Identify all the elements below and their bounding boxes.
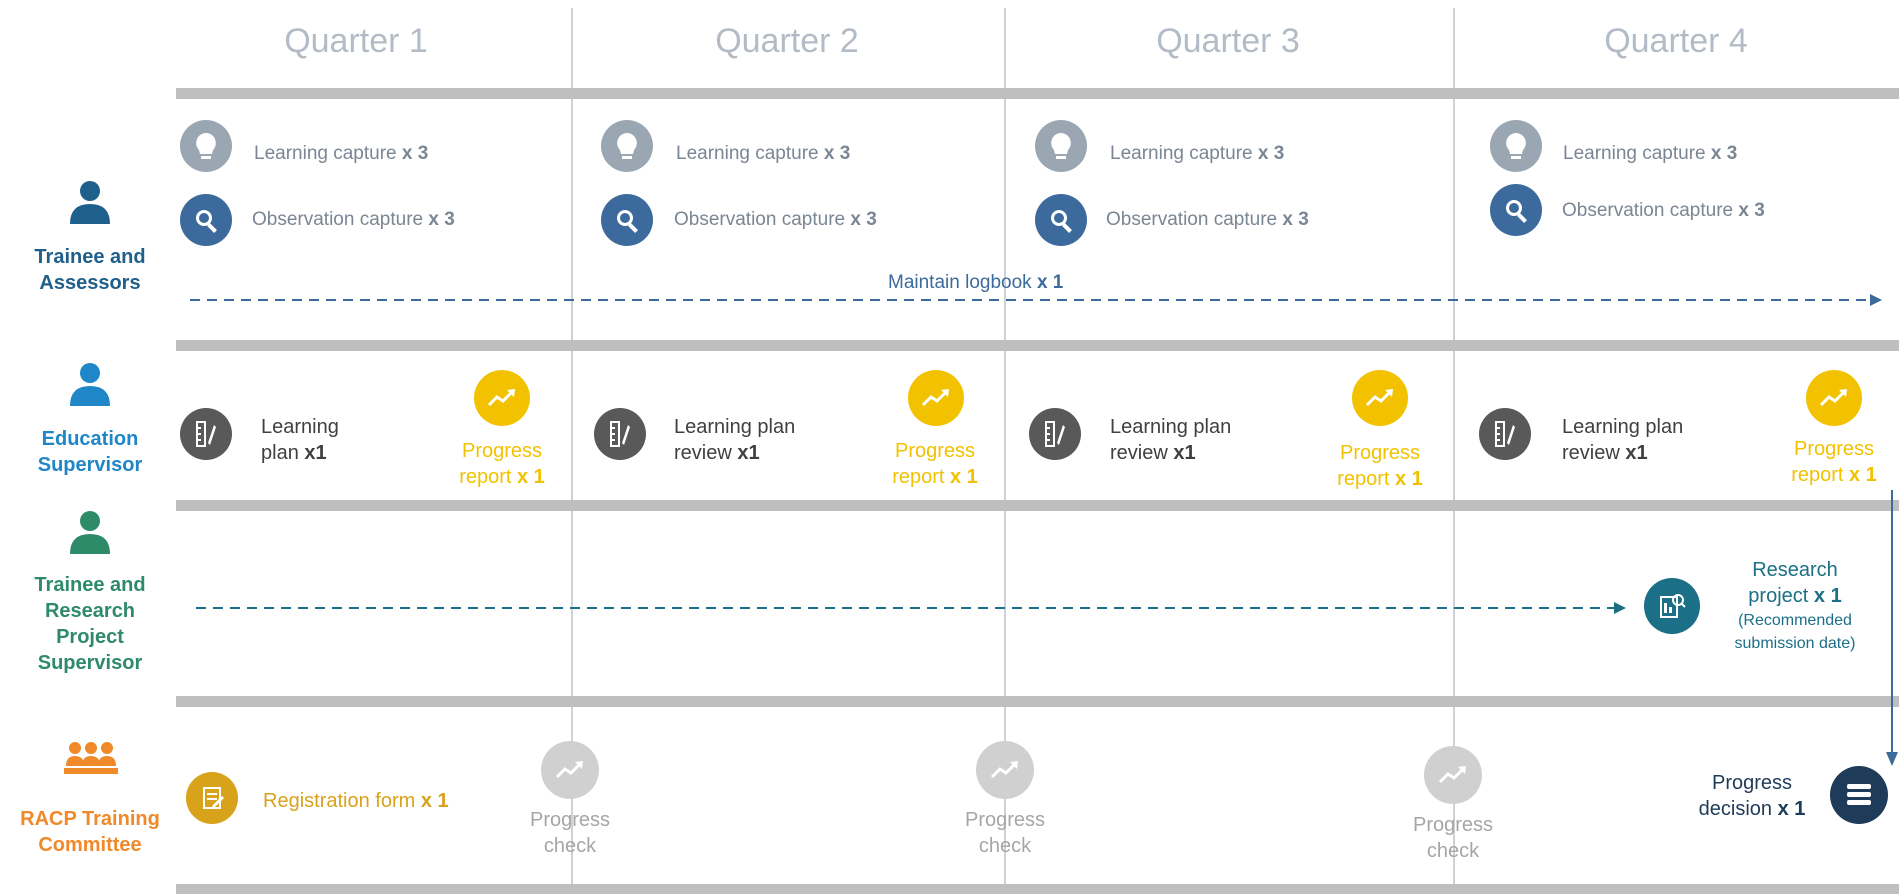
group-icon-training-committee bbox=[64, 740, 118, 778]
magnifier-icon bbox=[180, 194, 232, 246]
lightbulb-icon bbox=[601, 120, 653, 172]
learning-capture-q2: Learning capture x 3 bbox=[676, 143, 851, 164]
trend-chart-icon bbox=[1424, 746, 1482, 804]
research-project-arrow bbox=[196, 602, 1626, 614]
quarter-1-header: Quarter 1 bbox=[284, 22, 428, 60]
quarter-divider-2 bbox=[1004, 8, 1006, 888]
magnifier-icon bbox=[1035, 194, 1087, 246]
lightbulb-icon bbox=[1490, 120, 1542, 172]
row-divider-3 bbox=[176, 500, 1899, 511]
quarter-divider-1 bbox=[571, 8, 573, 888]
report-search-icon bbox=[1644, 578, 1700, 634]
observation-capture-q3: Observation capture x 3 bbox=[1106, 209, 1309, 230]
row-divider-top bbox=[176, 88, 1899, 99]
trend-chart-icon bbox=[908, 370, 964, 426]
person-icon-trainee bbox=[70, 180, 110, 224]
observation-capture-q1: Observation capture x 3 bbox=[252, 209, 455, 230]
registration-form-label: Registration form x 1 bbox=[263, 790, 449, 812]
database-list-icon bbox=[1830, 766, 1888, 824]
logbook-arrow bbox=[190, 294, 1882, 306]
row-divider-4 bbox=[176, 696, 1899, 707]
quarter-divider-3 bbox=[1453, 8, 1455, 888]
row-divider-bottom bbox=[176, 884, 1899, 894]
trend-chart-icon bbox=[541, 741, 599, 799]
pencil-ruler-icon bbox=[1029, 408, 1081, 460]
form-icon bbox=[186, 772, 238, 824]
lightbulb-icon bbox=[180, 120, 232, 172]
magnifier-icon bbox=[1490, 184, 1542, 236]
learning-capture-q1: Learning capture x 3 bbox=[254, 143, 429, 164]
pencil-ruler-icon bbox=[180, 408, 232, 460]
lightbulb-icon bbox=[1035, 120, 1087, 172]
person-icon-education-supervisor bbox=[70, 362, 110, 406]
observation-capture-q2: Observation capture x 3 bbox=[674, 209, 877, 230]
observation-capture-q4: Observation capture x 3 bbox=[1562, 200, 1765, 221]
trend-chart-icon bbox=[474, 370, 530, 426]
trend-chart-icon bbox=[1806, 370, 1862, 426]
maintain-logbook-label: Maintain logbook x 1 bbox=[888, 272, 1064, 293]
pencil-ruler-icon bbox=[1479, 408, 1531, 460]
magnifier-icon bbox=[601, 194, 653, 246]
quarter-4-header: Quarter 4 bbox=[1604, 22, 1748, 60]
quarter-2-header: Quarter 2 bbox=[715, 22, 859, 60]
trend-chart-icon bbox=[976, 741, 1034, 799]
progress-report-to-decision-arrow bbox=[1886, 490, 1898, 766]
pencil-ruler-icon bbox=[594, 408, 646, 460]
learning-capture-q3: Learning capture x 3 bbox=[1110, 143, 1285, 164]
row-divider-2 bbox=[176, 340, 1899, 351]
research-project-label: Research project x 1 (Recommended submis… bbox=[1734, 559, 1856, 652]
learning-capture-q4: Learning capture x 3 bbox=[1563, 143, 1738, 164]
trend-chart-icon bbox=[1352, 370, 1408, 426]
person-icon-research-supervisor bbox=[70, 510, 110, 554]
quarter-3-header: Quarter 3 bbox=[1156, 22, 1300, 60]
